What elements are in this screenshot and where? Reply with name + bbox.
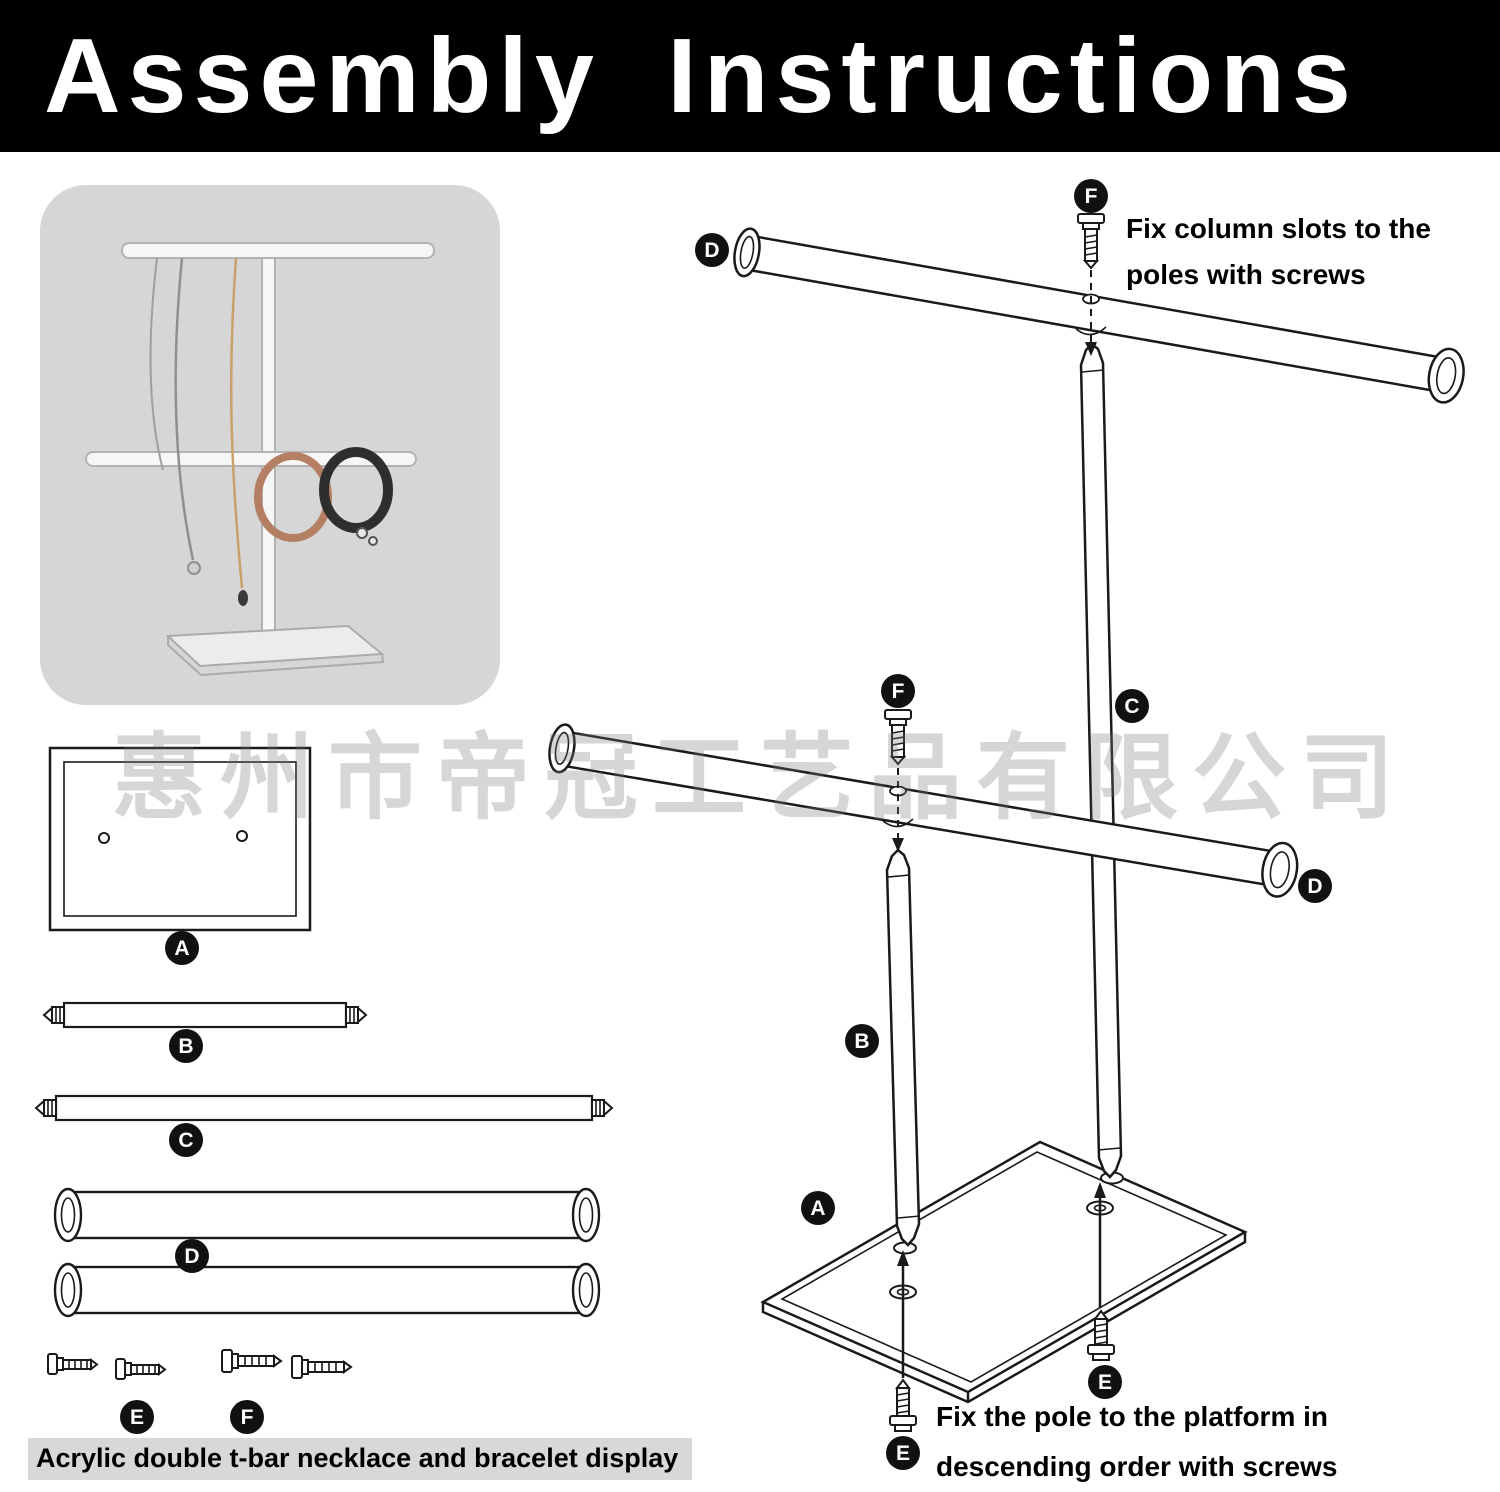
screw-e-right	[1087, 1309, 1115, 1361]
label-diagram-e-left: E	[886, 1436, 920, 1470]
instruction-top: Fix column slots to the poles with screw…	[1126, 206, 1431, 298]
label-part-f-text: F	[241, 1406, 254, 1429]
label-diagram-a: A	[801, 1191, 835, 1225]
label-diagram-d-top: D	[695, 233, 729, 267]
label-part-c: C	[169, 1123, 203, 1157]
base-hole-left	[893, 1241, 917, 1255]
screw-guide-mid	[892, 768, 904, 852]
instruction-bottom-line1: Fix the pole to the platform in	[936, 1401, 1328, 1432]
part-b-short-pole	[42, 1001, 368, 1029]
label-diagram-f-top: F	[1074, 179, 1108, 213]
label-diagram-c-text: C	[1124, 695, 1139, 718]
screw-guide-top	[1085, 270, 1097, 356]
label-part-e-text: E	[130, 1406, 144, 1429]
screw-f-middle	[884, 709, 912, 766]
label-part-e: E	[120, 1400, 154, 1434]
instruction-top-line2: poles with screws	[1126, 259, 1366, 290]
pole-c	[1079, 342, 1123, 1179]
tbar-top-slot-curve	[1075, 326, 1107, 336]
photo-center-pole	[261, 251, 276, 641]
label-part-b: B	[169, 1029, 203, 1063]
label-part-c-text: C	[178, 1129, 193, 1152]
label-diagram-a-text: A	[810, 1197, 825, 1220]
header-banner: Assembly Instructions	[0, 0, 1500, 152]
part-c-long-pole	[34, 1094, 614, 1122]
label-part-f: F	[230, 1400, 264, 1434]
arrow-screw-right	[1094, 1182, 1106, 1308]
instruction-top-line1: Fix column slots to the	[1126, 213, 1431, 244]
label-diagram-e-left-text: E	[896, 1442, 910, 1465]
base-platform	[760, 1140, 1248, 1404]
label-diagram-d-mid-text: D	[1307, 875, 1322, 898]
label-part-a-text: A	[174, 937, 189, 960]
part-a-platform	[48, 746, 312, 932]
photo-necklaces	[149, 257, 248, 606]
product-photo	[40, 185, 500, 705]
screw-f-top	[1077, 213, 1105, 270]
photo-bracelets	[254, 447, 393, 546]
label-diagram-e-right-text: E	[1098, 1371, 1112, 1394]
label-diagram-c: C	[1115, 689, 1149, 723]
label-diagram-b-text: B	[854, 1030, 869, 1053]
label-diagram-d-top-text: D	[704, 239, 719, 262]
label-diagram-d-mid: D	[1298, 869, 1332, 903]
tbar-top	[733, 227, 1465, 404]
instruction-bottom: Fix the pole to the platform in descendi…	[936, 1392, 1337, 1492]
label-diagram-f-top-text: F	[1085, 185, 1098, 208]
product-caption: Acrylic double t-bar necklace and bracel…	[28, 1438, 693, 1480]
part-d-tbar-tubes	[53, 1187, 601, 1318]
label-part-d-text: D	[184, 1245, 199, 1268]
label-part-a: A	[165, 931, 199, 965]
part-e-screws	[47, 1353, 167, 1380]
label-diagram-f-mid: F	[881, 674, 915, 708]
tbar-middle	[548, 723, 1299, 898]
screw-e-left	[889, 1378, 917, 1432]
instruction-bottom-line2: descending order with screws	[936, 1451, 1338, 1482]
page-title: Assembly Instructions	[44, 16, 1358, 135]
label-diagram-f-mid-text: F	[892, 680, 905, 703]
pole-b	[885, 848, 921, 1247]
label-part-b-text: B	[178, 1035, 193, 1058]
label-diagram-b: B	[845, 1024, 879, 1058]
photo-top-bar	[121, 242, 435, 259]
label-part-d: D	[175, 1239, 209, 1273]
label-diagram-e-right: E	[1088, 1365, 1122, 1399]
part-f-screws	[221, 1349, 353, 1379]
arrow-screw-left	[897, 1250, 909, 1378]
